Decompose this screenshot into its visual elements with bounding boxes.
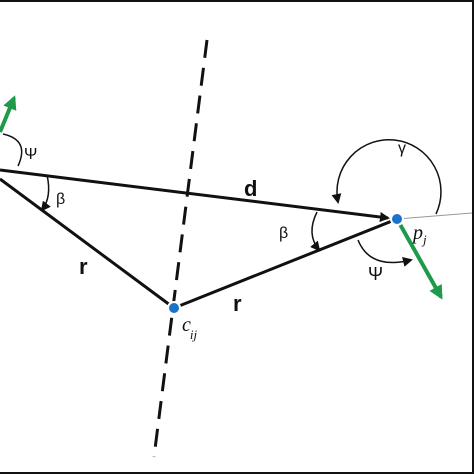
label-gamma: γ [398, 140, 406, 157]
label-psi-left: Ψ [24, 146, 37, 163]
r-segment-right [173, 217, 398, 310]
velocity-arrow-right [395, 218, 443, 300]
label-beta-right: β [279, 225, 288, 242]
label-r-left: r [79, 254, 88, 279]
label-pj-main: p [411, 222, 423, 244]
psi-arc-left [2, 133, 23, 167]
r-segment-left [0, 177, 175, 310]
velocity-arrow-left [0, 95, 17, 133]
node-cij [167, 301, 181, 315]
gamma-arc [331, 139, 442, 215]
label-pj-sub: j [421, 232, 427, 247]
psi-arc-right [357, 239, 413, 267]
label-r-right: r [233, 291, 242, 316]
label-cij-main: c [182, 314, 191, 336]
label-cij-sub: ij [190, 327, 198, 342]
bisector-dashed-line [152, 39, 209, 458]
label-pj: pj [411, 222, 427, 247]
label-d: d [244, 176, 257, 201]
label-cij: cij [182, 314, 198, 342]
beta-arc-right [310, 211, 321, 252]
beta-arc-left [40, 174, 51, 212]
label-beta-left: β [56, 191, 65, 208]
d-vector [0, 168, 390, 222]
node-pj [390, 212, 404, 226]
reference-axis-line [396, 212, 472, 220]
label-psi-right: Ψ [368, 264, 383, 284]
